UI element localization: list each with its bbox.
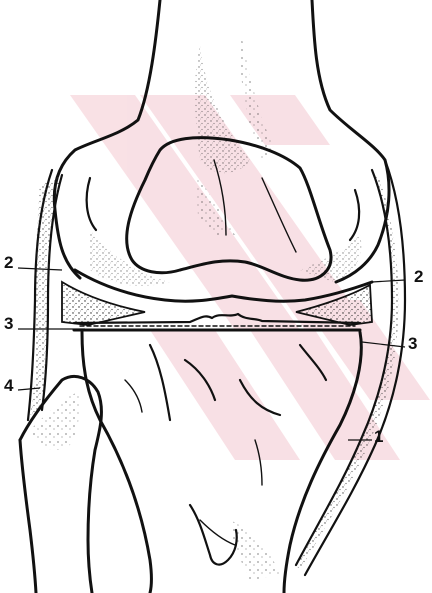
label-1: 1 — [374, 427, 383, 446]
label-4: 4 — [4, 376, 14, 395]
medial-collateral-ligament — [28, 170, 62, 420]
meniscus-medial — [62, 282, 145, 325]
label-3-left: 3 — [4, 314, 13, 333]
label-2-left: 2 — [4, 253, 13, 272]
label-2-right: 2 — [414, 267, 423, 286]
label-3-right: 3 — [408, 334, 417, 353]
